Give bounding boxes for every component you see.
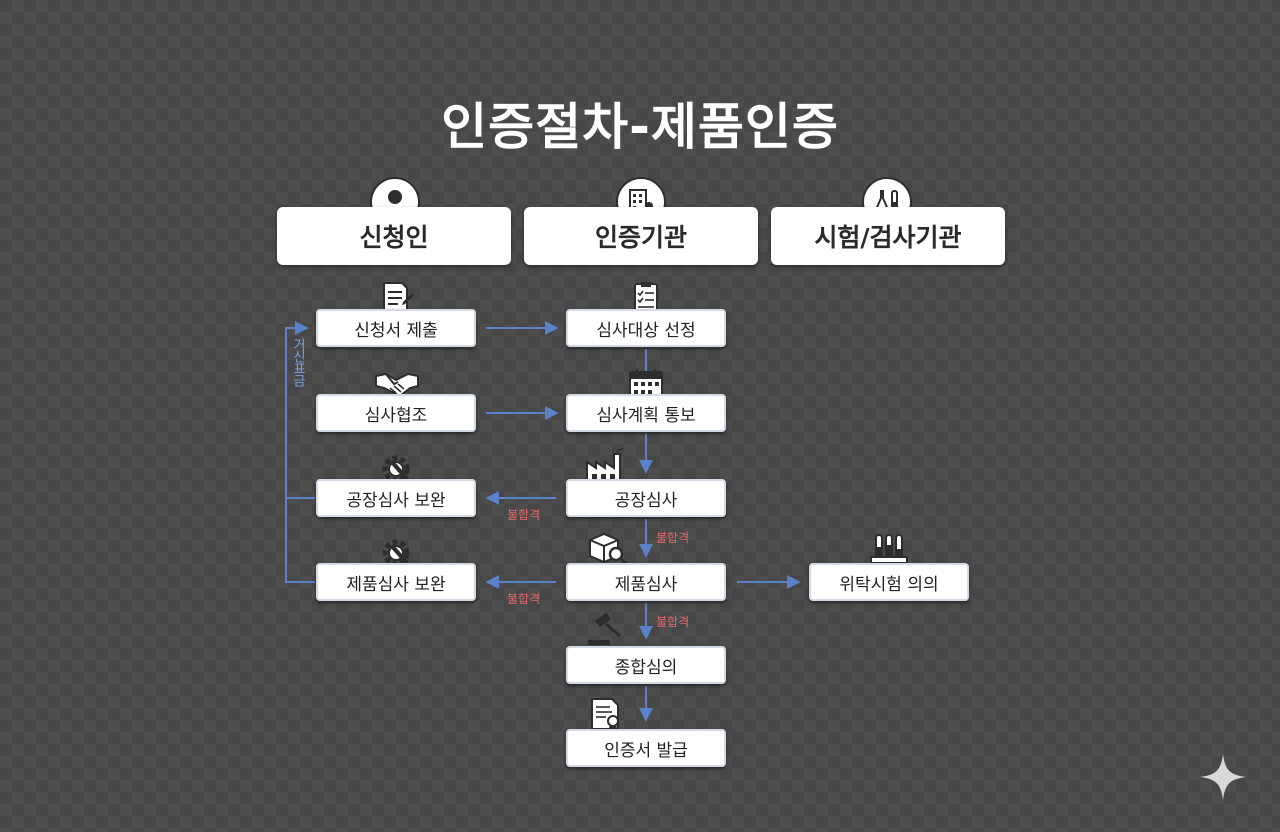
node-coop: 심사협조	[316, 394, 476, 432]
sparkle-icon	[1200, 754, 1246, 800]
node-product: 제품심사	[566, 563, 726, 601]
node-label: 위탁시험 의의	[839, 574, 939, 595]
node-label: 신청서 제출	[354, 320, 438, 341]
fail-label: 불합격	[656, 531, 690, 545]
node-label: 심사대상 선정	[596, 320, 696, 341]
node-consign: 위탁시험 의의	[809, 563, 969, 601]
fail-label: 불합격	[656, 615, 690, 629]
side-loop-label: 거신표금	[290, 338, 305, 386]
node-label: 공장심사	[614, 490, 678, 511]
document-icon	[383, 282, 414, 314]
node-label: 제품심사 보완	[346, 574, 446, 595]
node-product-fix: 제품심사 보완	[316, 563, 476, 601]
node-plan: 심사계획 통보	[566, 394, 726, 432]
fail-label: 불합격	[507, 592, 541, 606]
factory-icon	[586, 448, 624, 483]
node-label: 공장심사 보완	[346, 490, 446, 511]
node-review: 종합심의	[566, 646, 726, 684]
page-title: 인증절차-제품인증	[441, 98, 839, 156]
column-header-label: 인증기관	[594, 223, 687, 252]
node-factory: 공장심사	[566, 479, 726, 517]
node-factory-fix: 공장심사 보완	[316, 479, 476, 517]
certificate-icon	[591, 698, 619, 731]
node-label: 종합심의	[614, 657, 678, 678]
column-header-label: 신청인	[359, 223, 429, 252]
fail-label: 불합격	[507, 508, 541, 522]
calendar-icon	[629, 369, 663, 400]
node-select: 심사대상 선정	[566, 309, 726, 347]
column-header-label: 시험/검사기관	[814, 223, 962, 252]
gavel-icon	[588, 612, 621, 645]
column-header-applicant: 신청인	[277, 207, 511, 265]
node-apply: 신청서 제출	[316, 309, 476, 347]
column-header-test-body: 시험/검사기관	[771, 207, 1005, 265]
arrow-feedback-loop	[285, 321, 315, 583]
node-label: 인증서 발급	[604, 740, 688, 761]
node-label: 제품심사	[614, 574, 678, 595]
box-magnifier-icon	[589, 532, 628, 566]
test-tubes-icon	[870, 534, 908, 564]
node-issue: 인증서 발급	[566, 729, 726, 767]
node-label: 심사계획 통보	[596, 405, 696, 426]
clipboard-icon	[634, 282, 658, 315]
handshake-icon	[375, 372, 419, 398]
node-label: 심사협조	[364, 405, 428, 426]
column-header-cert-body: 인증기관	[524, 207, 758, 265]
